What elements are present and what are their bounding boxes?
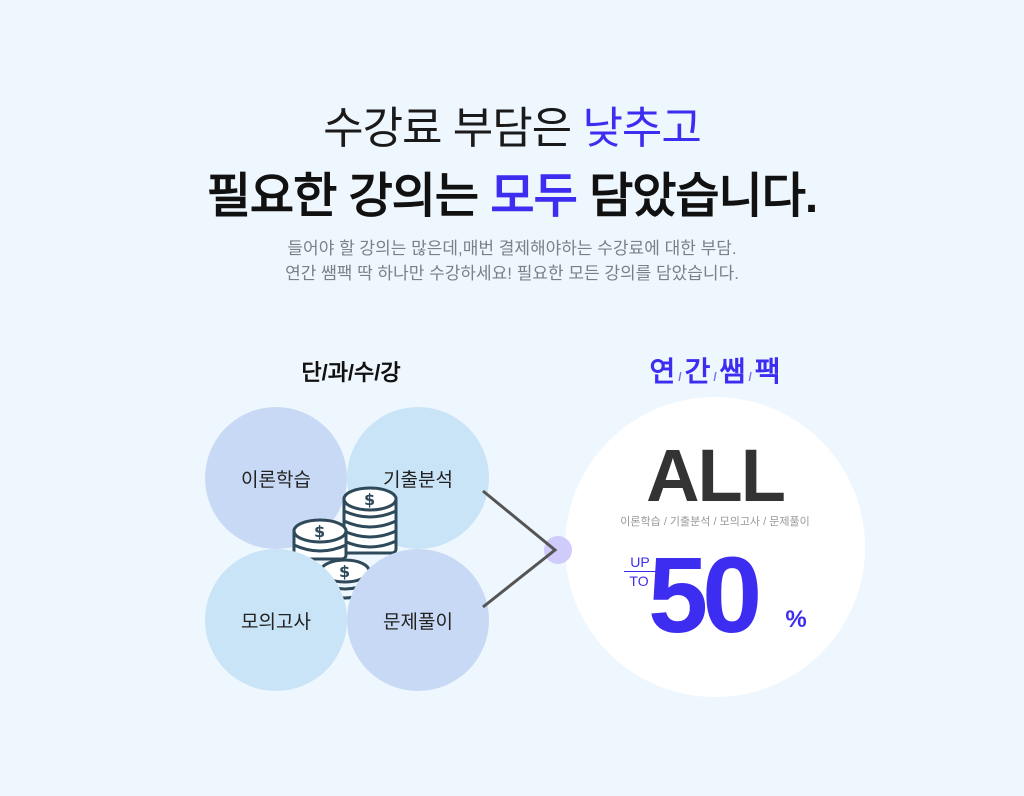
single-course-title: 단/과/수/강	[301, 360, 401, 385]
circle-label: 기출분석	[383, 469, 453, 491]
title-char: 팩	[754, 356, 781, 387]
subtext-line2: 연간 쌤팩 딱 하나만 수강하세요! 필요한 모든 강의를 담았습니다.	[285, 264, 739, 283]
headline-line2: 필요한 강의는 모두 담았습니다.	[0, 156, 1024, 226]
annual-pack-circle	[565, 397, 865, 697]
svg-text:$: $	[314, 522, 325, 541]
connector-arrow	[482, 489, 572, 609]
discount-value: 50	[648, 534, 762, 655]
to-text: TO	[629, 573, 649, 589]
all-text: ALL	[646, 434, 786, 517]
coins-icon: $ $ $	[292, 486, 398, 600]
circle-label: 문제풀이	[383, 611, 453, 633]
title-char: 연	[649, 356, 676, 387]
separator: /	[678, 370, 682, 384]
separator: /	[748, 370, 752, 384]
headline-accent: 모두	[490, 170, 577, 223]
title-char: 쌤	[719, 356, 746, 387]
svg-text:$: $	[339, 562, 350, 581]
subtext-line1: 들어야 할 강의는 많은데,매번 결제해야하는 수강료에 대한 부담.	[287, 239, 737, 258]
annual-pack-title: 연/간/쌤/팩	[615, 350, 815, 390]
subtext: 들어야 할 강의는 많은데,매번 결제해야하는 수강료에 대한 부담. 연간 쌤팩…	[0, 236, 1024, 286]
circle-theory: 이론학습	[205, 407, 347, 549]
headline-text: 필요한 강의는	[206, 170, 491, 223]
headline-accent: 낮추고	[582, 104, 701, 153]
up-text: UP	[624, 553, 656, 572]
headline-text: 수강료 부담은	[323, 104, 583, 153]
percent-sign: %	[776, 600, 816, 640]
title-char: 간	[684, 356, 711, 387]
circle-mock-exam: 모의고사	[205, 549, 347, 691]
separator: /	[713, 370, 717, 384]
circle-label: 모의고사	[241, 611, 311, 633]
headline-line1: 수강료 부담은 낮추고	[0, 92, 1024, 156]
circle-label: 이론학습	[241, 469, 311, 491]
svg-text:$: $	[364, 490, 375, 509]
circle-problem-solving: 문제풀이	[347, 549, 489, 691]
included-categories: 이론학습 / 기출분석 / 모의고사 / 문제풀이	[620, 516, 810, 528]
headline-text: 담았습니다.	[576, 170, 818, 223]
